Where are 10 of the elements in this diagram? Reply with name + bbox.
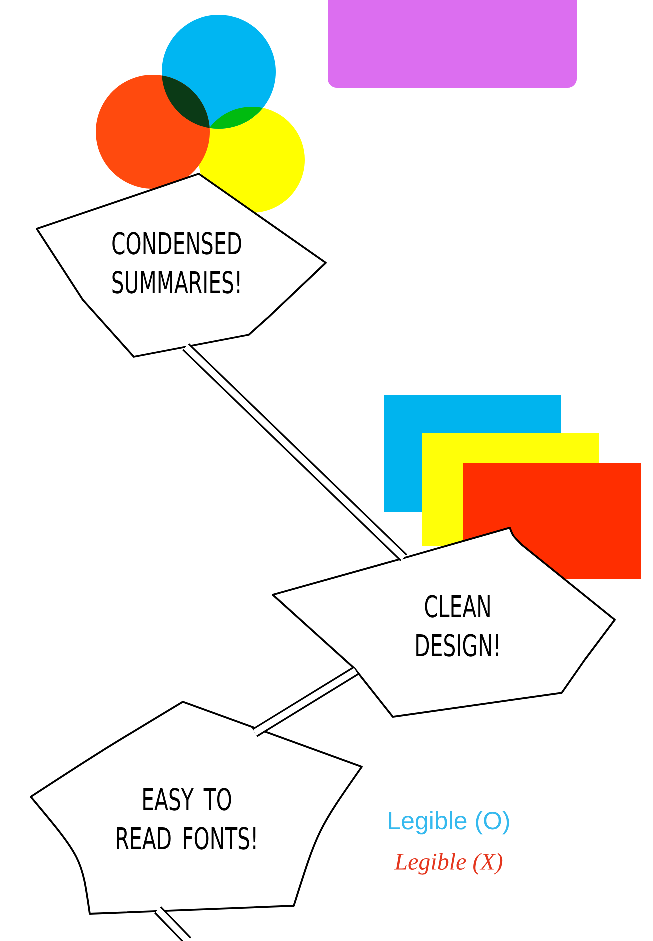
sample-text: Legible (O)	[389, 811, 510, 835]
pentagon-sign: CLEAN DESIGN!	[272, 527, 616, 718]
pentagon-sign: CONDENSED SUMMARIES!	[36, 173, 327, 358]
circle	[96, 75, 210, 189]
rounded-card	[328, 0, 577, 88]
double-line	[154, 906, 192, 941]
sample-text: Legible (X)	[394, 853, 503, 875]
double-line	[252, 666, 359, 738]
pentagon-sign: EASY TO READ FONTS!	[30, 701, 363, 915]
double-line	[182, 343, 408, 562]
